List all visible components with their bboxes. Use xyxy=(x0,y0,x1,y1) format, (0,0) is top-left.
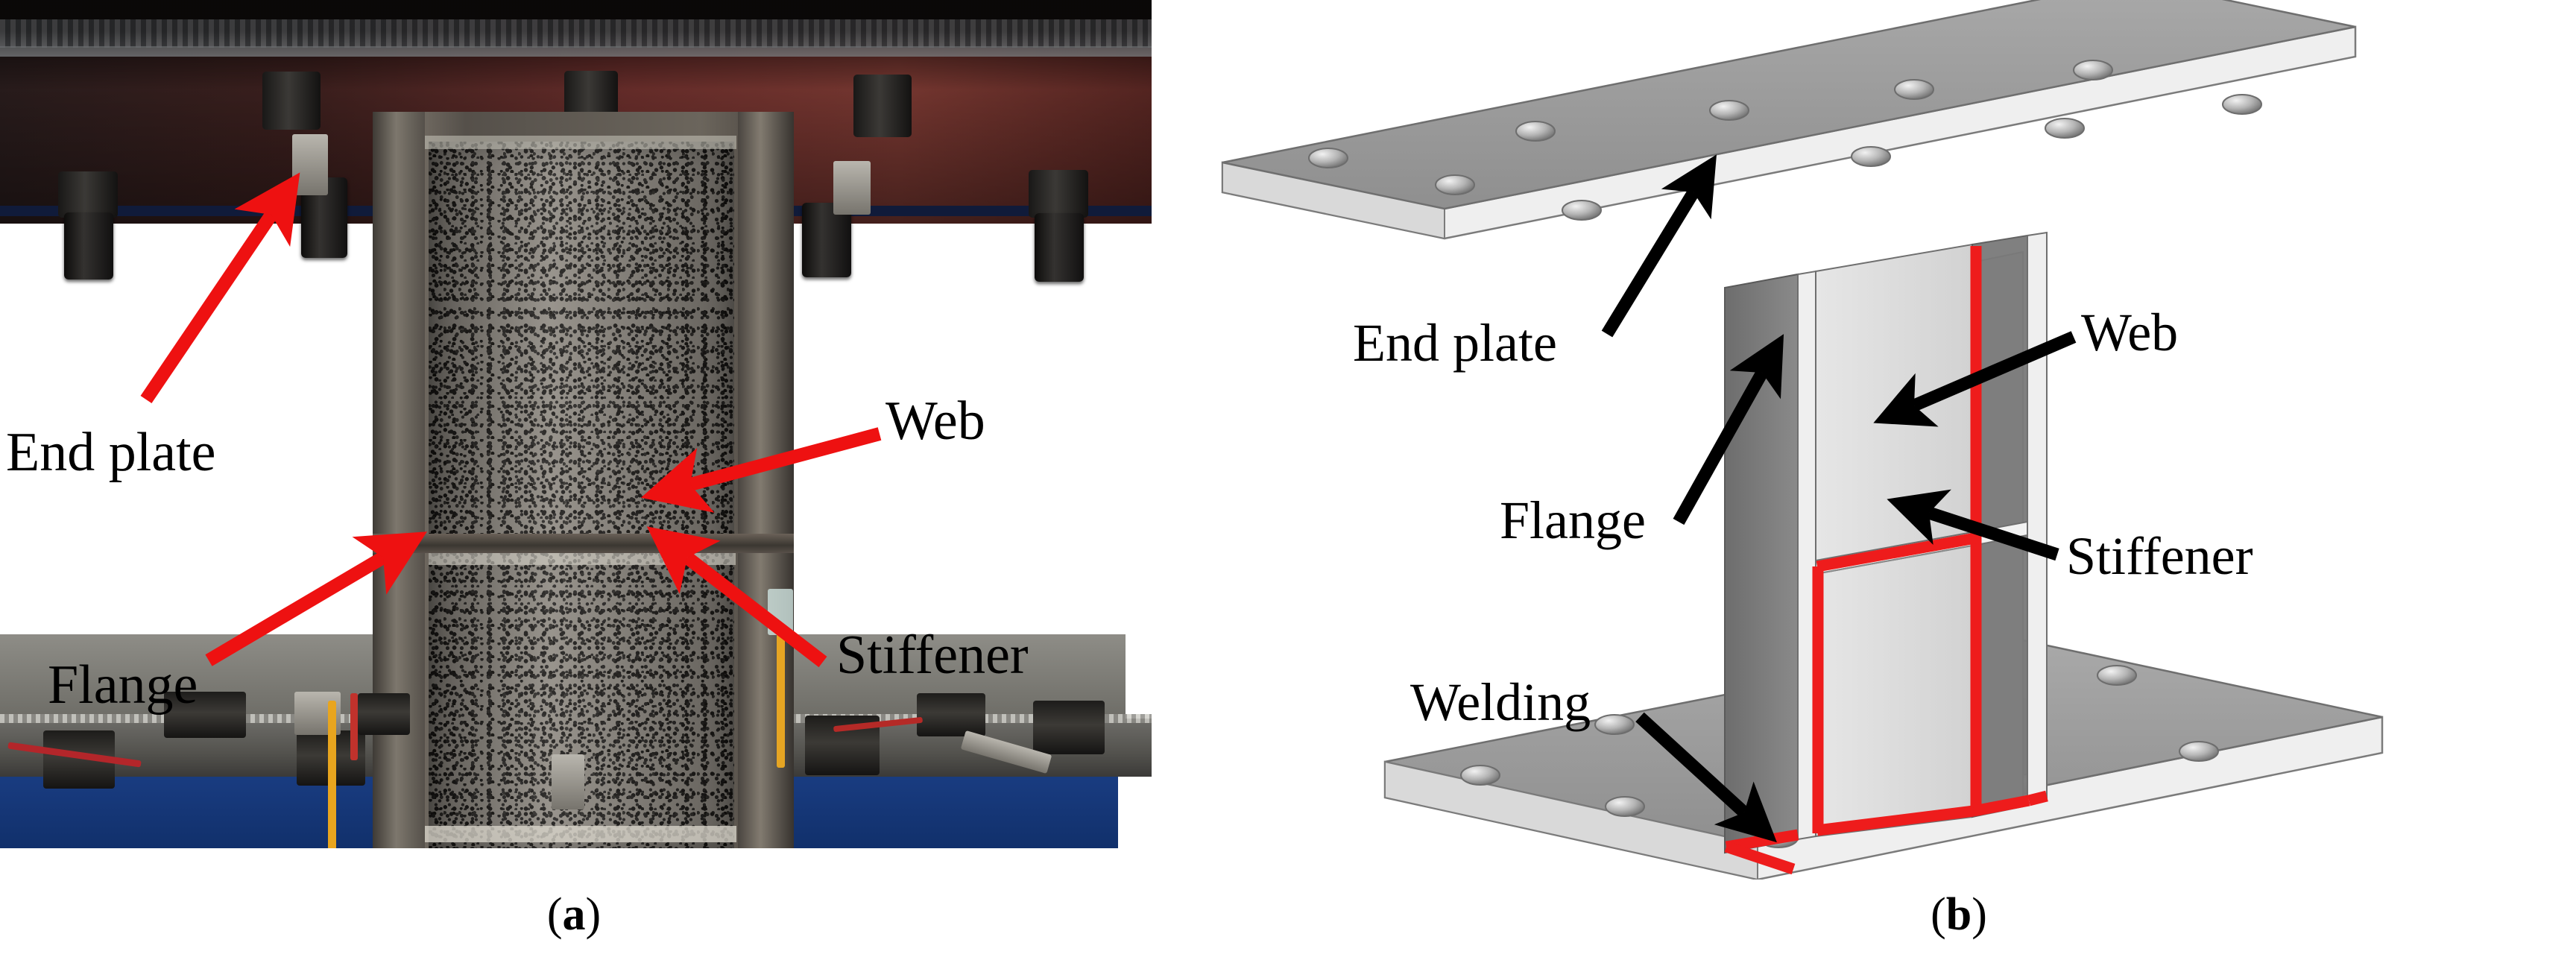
upper-bolt-head-5 xyxy=(1029,170,1088,218)
upper-bolt-head-2 xyxy=(262,72,321,130)
top-end-plate xyxy=(1221,0,2357,240)
label-end-plate-b: End plate xyxy=(1353,313,1557,373)
base-gauge-2 xyxy=(552,754,584,809)
upper-gauge-1 xyxy=(292,134,328,195)
wire-yellow-right xyxy=(777,634,785,768)
upper-bolt-head-1 xyxy=(58,171,118,218)
caption-b-open: ( xyxy=(1931,889,1946,940)
flange-right xyxy=(738,112,794,848)
upper-gauge-2 xyxy=(833,161,871,215)
upper-bolt-1 xyxy=(64,212,113,280)
weld-top xyxy=(425,136,736,149)
label-flange-b: Flange xyxy=(1500,490,1646,550)
base-gauge-4 xyxy=(768,589,793,635)
flange-right-face xyxy=(2027,231,2048,805)
bolt-hole xyxy=(1594,714,1635,735)
stiffener-edge xyxy=(1815,545,1973,575)
bolt-hole xyxy=(2222,94,2262,115)
bolt-hole xyxy=(1709,100,1749,121)
bolt-hole xyxy=(1605,796,1645,817)
panel-a-photograph: End plate Web Flange Stiffener (a) xyxy=(0,0,1193,966)
flange-left xyxy=(373,112,425,848)
caption-a-letter: a xyxy=(562,889,586,940)
arrow-welding-b xyxy=(1635,712,1777,843)
bolt-hole xyxy=(1460,765,1500,786)
weld-flange-foot-left-slope xyxy=(1724,841,1796,875)
bolt-hole xyxy=(1515,121,1556,142)
wire-red-center xyxy=(350,693,358,760)
label-web-a: Web xyxy=(886,391,985,452)
wire-yellow-left xyxy=(328,701,336,848)
column-assembly xyxy=(1724,231,2048,854)
caption-b: (b) xyxy=(1810,891,2108,938)
bolt-hole xyxy=(2179,741,2219,762)
arrow-end-plate-b xyxy=(1601,154,1717,338)
arrow-flange-b xyxy=(1673,334,1784,525)
upper-bolt-5 xyxy=(1035,213,1084,282)
label-welding-b: Welding xyxy=(1410,672,1591,732)
weld-flange-foot-right xyxy=(1972,795,2030,817)
base-clamp-2 xyxy=(164,692,246,738)
label-web-b: Web xyxy=(2081,303,2179,362)
arrow-web-b xyxy=(1873,331,2077,427)
caption-b-close: ) xyxy=(1972,889,1987,940)
upper-bolt-head-4 xyxy=(853,75,912,137)
weld-web-base xyxy=(1816,805,1974,836)
panel-b-cad-model: End plate Web Flange Stiffener Welding (… xyxy=(1193,0,2576,966)
bolt-hole xyxy=(2045,118,2085,139)
web-speckle-pattern xyxy=(429,142,734,848)
base-clamp-4 xyxy=(358,693,410,735)
web-shading xyxy=(429,142,734,848)
caption-a-open: ( xyxy=(546,889,563,940)
bolt-hole xyxy=(1308,148,1348,168)
stiffener-highlight xyxy=(429,553,736,565)
weld-flange-foot-right-slope xyxy=(2027,790,2048,806)
caption-b-letter: b xyxy=(1945,889,1972,940)
base-clamp-6 xyxy=(917,693,985,736)
bolt-hole xyxy=(1894,79,1934,100)
bolt-hole xyxy=(1435,174,1475,195)
base-clamp-7 xyxy=(1033,701,1105,754)
panel-b-arrows xyxy=(1601,154,2077,843)
bolt-hole xyxy=(2073,60,2113,80)
caption-a: (a) xyxy=(425,891,723,938)
label-end-plate-a: End plate xyxy=(6,422,216,483)
bolt-hole xyxy=(1851,146,1891,167)
bolt-hole xyxy=(2097,665,2137,686)
cad-model-drawing xyxy=(1221,0,2384,880)
weld-bottom xyxy=(425,826,736,842)
arrow-stiffener-b xyxy=(1887,489,2059,561)
label-stiffener-b: Stiffener xyxy=(2066,526,2253,586)
upper-bolt-4 xyxy=(802,203,851,277)
specimen-photograph xyxy=(0,0,1152,848)
bolt-hole xyxy=(1562,200,1602,221)
label-stiffener-a: Stiffener xyxy=(836,625,1029,686)
label-flange-a: Flange xyxy=(48,654,198,716)
caption-a-close: ) xyxy=(585,889,602,940)
stiffener-plate xyxy=(373,534,794,553)
flange-near-left xyxy=(1724,273,1799,854)
